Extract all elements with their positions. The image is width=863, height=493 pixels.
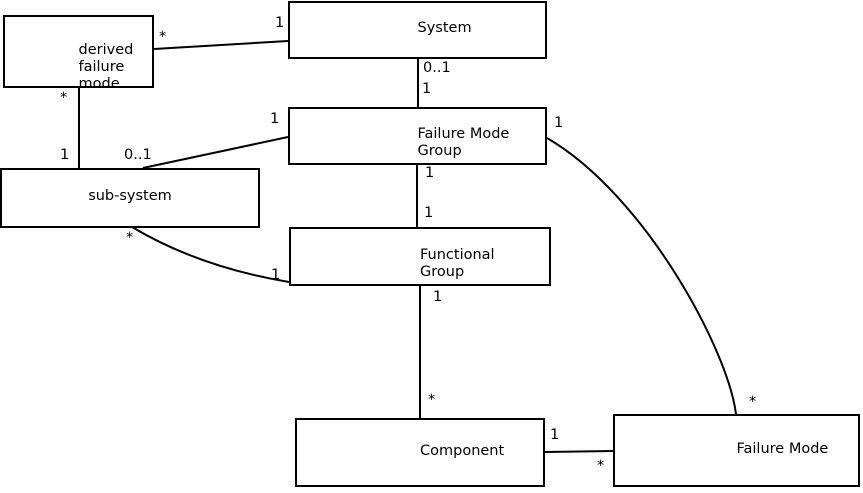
multiplicity-functional-group-end-of-sub-system-link: 1: [271, 267, 281, 283]
multiplicity-system-end-of-failure-mode-group-link: 0..1: [423, 60, 451, 76]
class-label-component: Component: [420, 442, 505, 459]
multiplicity-derived-failure-mode-end-of-sub-system-link: *: [60, 90, 68, 106]
class-label-system: System: [417, 20, 472, 36]
class-box-sub-system[interactable]: sub-system: [0, 168, 260, 228]
connector-sub-system-functional-group: [131, 226, 290, 283]
multiplicity-derived-failure-mode-end-of-system-link: *: [159, 29, 167, 45]
multiplicity-sub-system-end-of-derived-failure-mode-link: 1: [60, 147, 70, 163]
multiplicity-failure-mode-group-end-of-system-link: 1: [422, 81, 432, 97]
multiplicity-failure-mode-group-end-of-failure-mode-link: 1: [554, 115, 564, 131]
class-box-failure-mode-group[interactable]: Failure Mode Group: [288, 107, 547, 165]
multiplicity-sub-system-end-of-functional-group-link: *: [126, 230, 134, 246]
class-box-system[interactable]: System: [288, 1, 547, 59]
multiplicity-failure-mode-end-of-component-link: *: [597, 458, 605, 474]
class-box-derived-failure-mode[interactable]: derived failure mode: [3, 15, 154, 92]
class-box-failure-mode[interactable]: Failure Mode: [613, 414, 860, 487]
multiplicity-system-end-of-derived-failure-mode-link: 1: [275, 15, 285, 31]
multiplicity-sub-system-end-of-failure-mode-group-link: 0..1: [124, 147, 152, 163]
class-label-functional-group: Functional Group: [420, 246, 495, 280]
connector-component-failure-mode: [544, 450, 614, 453]
connector-sub-system-failure-mode-group: [142, 136, 289, 169]
multiplicity-functional-group-end-of-component-link: 1: [433, 289, 443, 305]
multiplicity-component-end-of-functional-group-link: *: [428, 392, 436, 408]
multiplicity-failure-mode-end-of-failure-mode-group-link: *: [749, 394, 757, 410]
multiplicity-functional-group-end-of-failure-mode-group-link: 1: [424, 205, 434, 221]
multiplicity-failure-mode-group-end-of-functional-group-link: 1: [425, 165, 435, 181]
class-box-component[interactable]: Component: [295, 418, 545, 487]
class-label-sub-system: sub-system: [88, 188, 172, 204]
multiplicity-failure-mode-group-end-of-sub-system-link: 1: [270, 111, 280, 127]
class-label-failure-mode-group: Failure Mode Group: [417, 126, 510, 159]
class-label-derived-failure-mode: derived failure mode: [78, 41, 134, 92]
multiplicity-component-end-of-failure-mode-link: 1: [550, 427, 560, 443]
connector-derived-failure-mode-system: [153, 40, 289, 50]
connector-failure-mode-group-failure-mode: [546, 137, 737, 415]
class-label-failure-mode: Failure Mode: [736, 440, 829, 457]
class-box-functional-group[interactable]: Functional Group: [289, 227, 551, 286]
